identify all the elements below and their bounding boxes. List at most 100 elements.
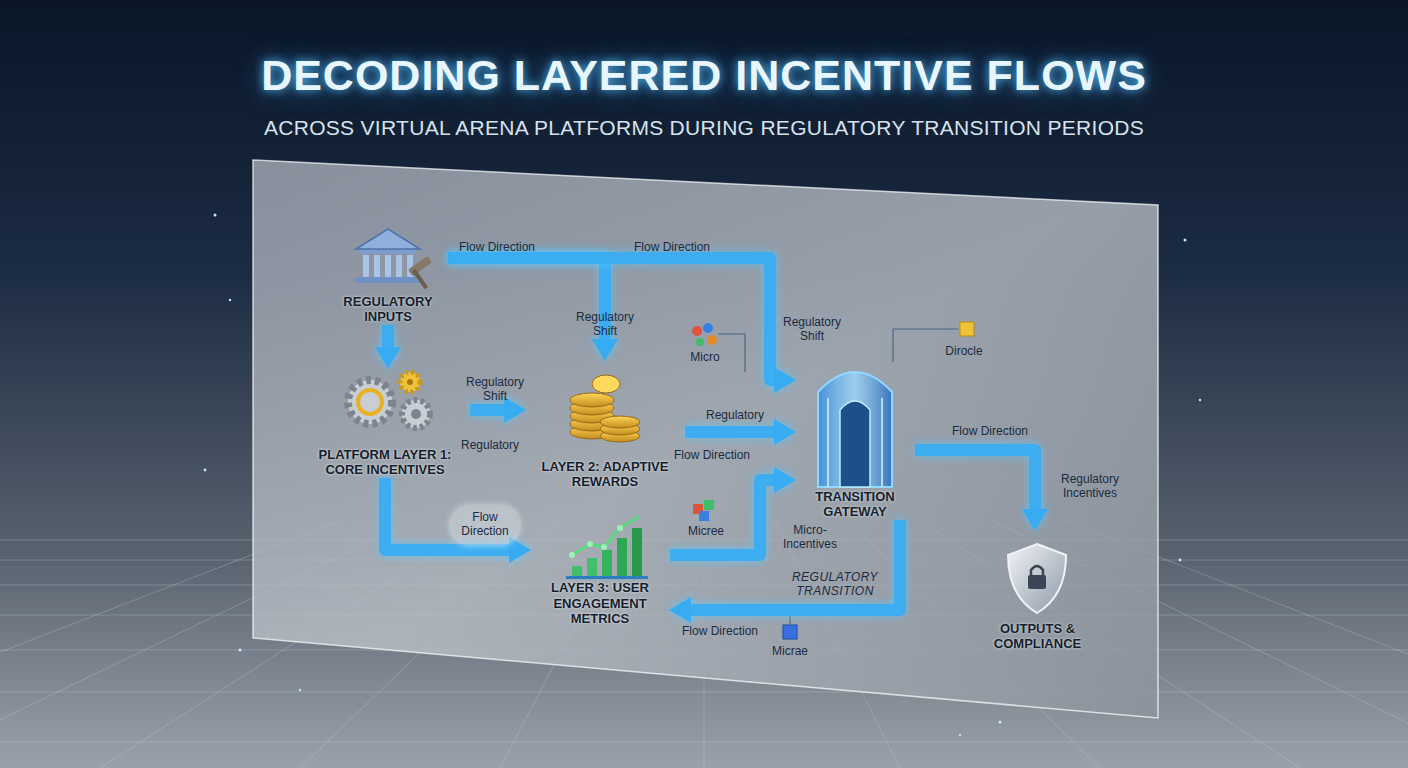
arrow-label: Regulatory Shift <box>772 316 852 344</box>
gateway-icon <box>818 372 892 487</box>
flow-note: Micree <box>676 525 736 539</box>
sparkles <box>229 299 231 301</box>
node-label: OUTPUTS & COMPLIANCE <box>975 621 1100 652</box>
flow-arrow <box>470 404 504 416</box>
arrow-label: Regulatory Shift <box>565 311 645 339</box>
coins-icon <box>570 393 614 407</box>
growth-chart-icon <box>617 525 623 531</box>
courthouse-icon <box>355 229 432 289</box>
flow-note: Micro <box>675 351 735 365</box>
courthouse-icon <box>363 255 369 277</box>
sparkles <box>1179 559 1182 562</box>
node-box: LAYER 2: ADAPTIVE REWARDS <box>525 360 685 490</box>
growth-chart-icon <box>587 558 597 576</box>
growth-chart-icon <box>601 544 607 550</box>
node-box: OUTPUTS & COMPLIANCE <box>975 530 1100 652</box>
flow-arrow <box>670 480 774 555</box>
flow-note: Flow Direction <box>442 241 552 255</box>
shield-icon <box>1028 575 1046 589</box>
courthouse-icon <box>374 255 380 277</box>
growth-chart-icon <box>572 516 640 555</box>
courthouse-icon <box>356 229 420 249</box>
diagram-subtitle: ACROSS VIRTUAL ARENA PLATFORMS DURING RE… <box>0 117 1408 138</box>
arrow-label: Regulatory <box>690 409 780 423</box>
flow-note: Flow Direction <box>657 449 767 463</box>
arrow-label: Flow Direction <box>935 425 1045 439</box>
flow-note: REGULATORY TRANSITION <box>785 571 885 599</box>
leader-lines <box>718 334 745 372</box>
arrow-label: Flow Direction <box>665 625 775 639</box>
micro-token-icons <box>692 322 974 639</box>
node-label: LAYER 2: ADAPTIVE REWARDS <box>525 459 685 490</box>
shield-icon <box>1008 544 1066 613</box>
flow-note: Dirocle <box>929 345 999 359</box>
growth-chart-icon <box>569 552 575 558</box>
node-label: TRANSITION GATEWAY <box>795 489 915 520</box>
gears-icon <box>348 380 392 424</box>
flow-note: Regulatory Incentives <box>1045 473 1135 501</box>
gears-icon <box>411 409 421 419</box>
flow-arrow <box>448 258 605 339</box>
diagram-title: DECODING LAYERED INCENTIVE FLOWS <box>0 54 1408 97</box>
gears-icon <box>402 400 430 428</box>
glass-panel <box>253 160 1158 718</box>
growth-chart-icon <box>632 528 642 576</box>
shield-icon <box>1031 566 1043 576</box>
courthouse-icon <box>408 256 432 276</box>
gateway-icon <box>840 401 870 487</box>
flow-arrow <box>448 258 774 380</box>
coins-icon <box>600 416 640 428</box>
node-box: TRANSITION GATEWAY <box>795 360 915 520</box>
growth-chart-icon <box>587 541 593 547</box>
courthouse-icon <box>396 255 402 277</box>
sparkles <box>214 214 217 217</box>
micro-token-icons <box>692 326 702 336</box>
node-label: PLATFORM LAYER 1: CORE INCENTIVES <box>300 447 470 478</box>
gateway-icon <box>828 398 882 487</box>
micro-token-icons <box>696 338 704 346</box>
micro-token-icons <box>707 335 717 345</box>
courthouse-icon <box>360 250 416 254</box>
node-box: PLATFORM LAYER 1: CORE INCENTIVES <box>300 368 470 478</box>
growth-chart-icon <box>602 550 612 576</box>
arrow-label: Regulatory Shift <box>455 376 535 404</box>
growth-chart-icon <box>617 538 627 576</box>
flow-note: Regulatory <box>445 439 535 453</box>
flow-arrow <box>915 450 1035 509</box>
leader-lines <box>789 616 790 625</box>
sparkles <box>299 689 302 692</box>
coins-icon <box>570 375 640 442</box>
sparkles <box>238 648 241 651</box>
micro-token-icons <box>703 323 713 333</box>
gears-icon <box>407 379 413 385</box>
gears-icon <box>348 372 430 428</box>
shield-icon <box>1008 544 1066 613</box>
arrow-label: Micro-Incentives <box>770 524 850 552</box>
sparkles <box>1199 399 1201 401</box>
gears-icon <box>358 390 382 414</box>
gateway-icon <box>818 372 892 487</box>
node-box: LAYER 3: USER ENGAGEMENT METRICS <box>530 505 670 627</box>
courthouse-icon <box>412 269 428 289</box>
node-label: REGULATORY INPUTS <box>328 294 448 325</box>
micro-token-icons <box>704 500 714 510</box>
sparkles <box>998 720 1001 723</box>
growth-chart-icon <box>566 516 648 579</box>
sparkles <box>959 734 961 736</box>
growth-chart-icon <box>572 566 582 576</box>
node-box: REGULATORY INPUTS <box>328 225 448 325</box>
coins-icon <box>592 375 620 393</box>
sparkles <box>204 469 207 472</box>
flow-note: Flow Direction <box>617 241 727 255</box>
gears-icon <box>400 372 420 392</box>
flow-note: Micrae <box>760 645 820 659</box>
node-label: LAYER 3: USER ENGAGEMENT METRICS <box>530 580 670 627</box>
sparkles <box>1184 239 1187 242</box>
micro-token-icons <box>783 625 797 639</box>
courthouse-icon <box>385 255 391 277</box>
growth-chart-icon <box>566 576 648 579</box>
micro-token-icons <box>699 511 709 521</box>
